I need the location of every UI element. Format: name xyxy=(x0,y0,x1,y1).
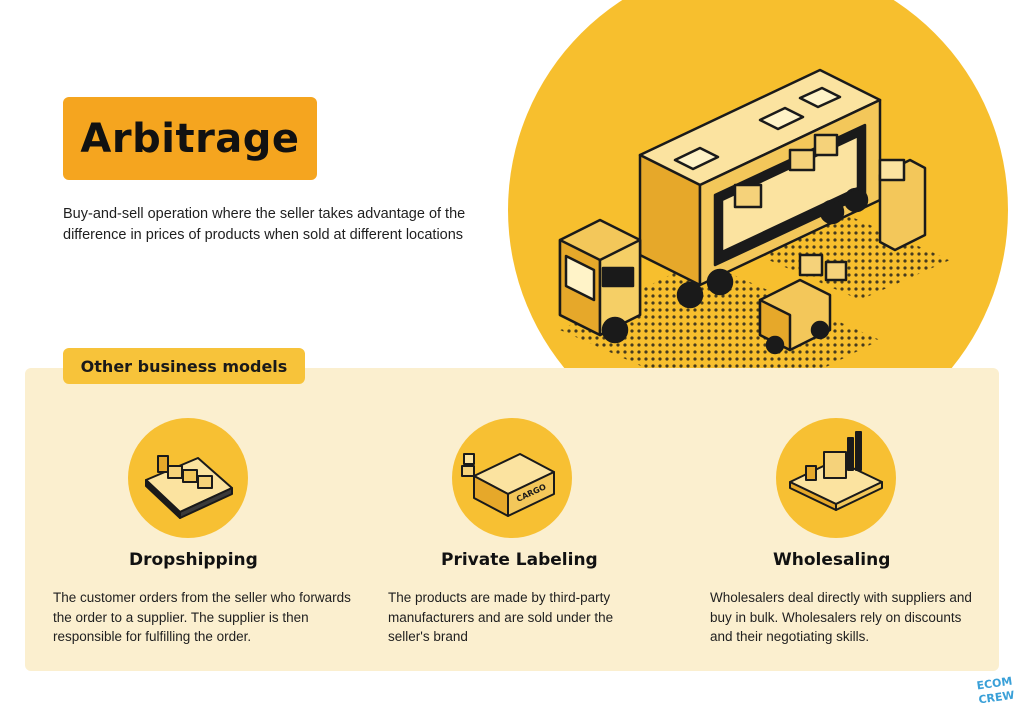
page-title: Arbitrage xyxy=(80,115,300,162)
private-labeling-circle: CARGO xyxy=(452,418,572,538)
dropshipping-description: The customer orders from the seller who … xyxy=(53,590,351,644)
section-tab-label: Other business models xyxy=(80,356,288,376)
dropshipping-circle xyxy=(128,418,248,538)
truck-icon xyxy=(558,68,927,355)
private-labeling-title: Private Labeling xyxy=(441,550,598,570)
wholesaling-circle xyxy=(776,418,896,538)
title-banner: Arbitrage xyxy=(63,97,317,180)
intro-description: Buy-and-sell operation where the seller … xyxy=(63,206,466,243)
logo-line-2: CREW xyxy=(978,689,1016,706)
dropshipping-title: Dropshipping xyxy=(129,550,258,570)
logo-line-1: ECOM xyxy=(976,675,1013,693)
cargo-container-icon: CARGO xyxy=(461,453,555,517)
factory-icon xyxy=(789,431,883,511)
ecom-crew-logo: ECOM CREW xyxy=(976,675,1016,706)
section-tab: Other business models xyxy=(63,348,305,384)
private-labeling-description: The products are made by third-party man… xyxy=(388,590,614,644)
wholesaling-title: Wholesaling xyxy=(773,550,891,570)
cargo-ship-icon xyxy=(145,455,233,519)
wholesaling-description: Wholesalers deal directly with suppliers… xyxy=(710,590,972,644)
